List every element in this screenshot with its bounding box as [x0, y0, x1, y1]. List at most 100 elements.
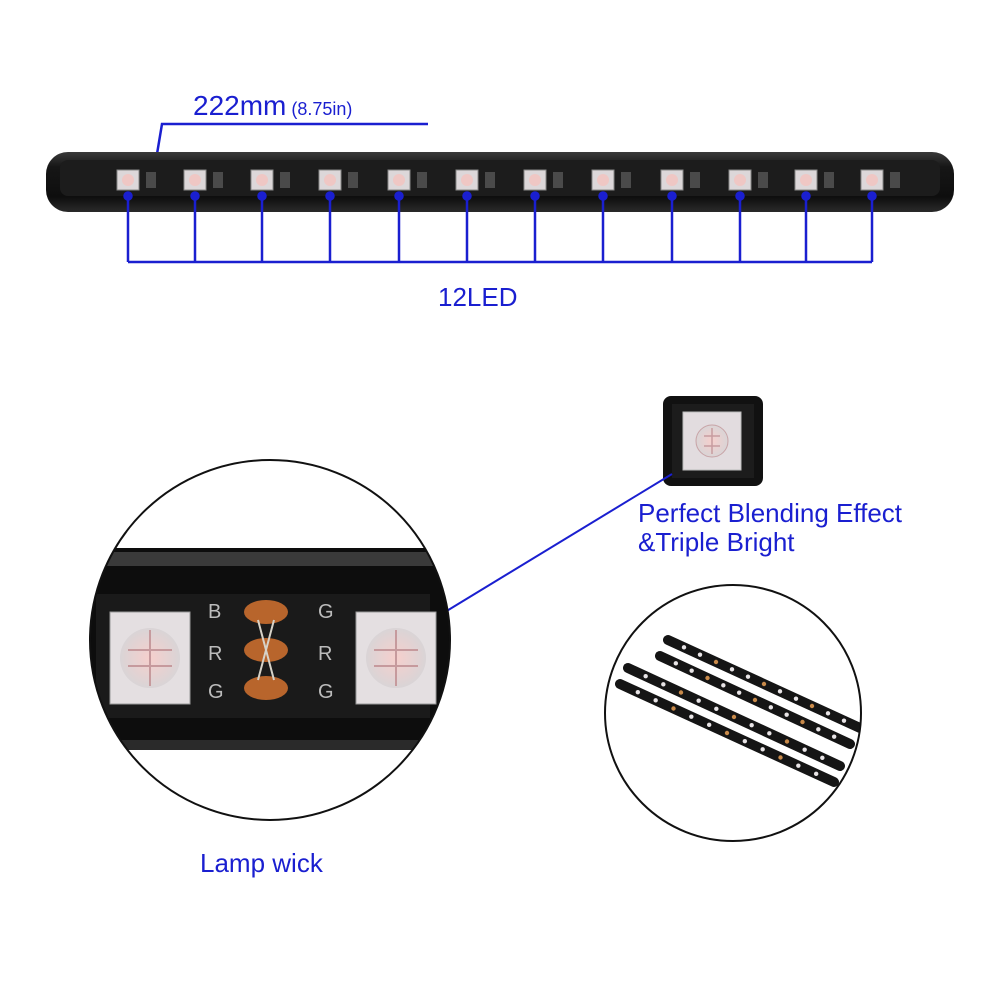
bundle-led-dot	[671, 706, 676, 711]
bundle-led-dot	[635, 689, 641, 695]
bundle-led-dot	[831, 734, 837, 739]
bundle-led-dot	[736, 690, 742, 695]
bundle-led-dot	[752, 697, 758, 703]
bundle-led-dot	[689, 668, 694, 673]
strip-resistor	[485, 172, 495, 188]
strip-led-group	[116, 169, 900, 191]
bracket-dot	[257, 191, 267, 201]
bundle-led-dot	[661, 682, 666, 687]
bundle-led-dot	[714, 706, 719, 712]
strip-resistor	[417, 172, 427, 188]
svg-text:R: R	[318, 643, 332, 665]
length-mm: 222mm	[193, 90, 287, 121]
bundle-led-dot	[784, 739, 790, 744]
strip-resistor	[690, 172, 700, 188]
bracket-dot	[123, 191, 133, 201]
svg-text:R: R	[208, 643, 222, 665]
bundle-led-dot	[721, 683, 726, 688]
bracket-dot	[801, 191, 811, 201]
bracket-dot	[462, 191, 472, 201]
led-closeup-box	[663, 396, 763, 486]
dimension-line	[154, 122, 428, 161]
bracket-dot	[394, 191, 404, 201]
bundle-led-dot	[724, 730, 730, 736]
bundle-led-dot	[841, 718, 847, 723]
lamp-wick-zoom: B R G G R G	[89, 459, 451, 821]
svg-text:G: G	[318, 681, 334, 703]
strips-bundle-circle	[604, 584, 862, 842]
strip-resistor	[213, 172, 223, 188]
svg-text:G: G	[318, 601, 334, 623]
bundle-led-dot	[777, 689, 783, 694]
strip-resistor	[621, 172, 631, 188]
strip-led-lens	[529, 174, 541, 186]
bundle-led-dot	[767, 731, 772, 736]
strip-led-lens	[597, 174, 609, 186]
strip-led-lens	[122, 174, 134, 186]
strip-resistor	[280, 172, 290, 188]
bundle-led-dot	[697, 652, 703, 657]
bracket-dot	[190, 191, 200, 201]
bundle-led-dot	[796, 763, 801, 768]
strip-resistor	[824, 172, 834, 188]
bundle-led-dot	[825, 711, 831, 716]
bundle-led-dot	[678, 690, 684, 695]
callout-line	[444, 473, 673, 613]
strip-resistor	[146, 172, 156, 188]
strip-led-lens	[256, 174, 268, 186]
bundle-led-dot	[813, 771, 819, 777]
bracket-dot	[735, 191, 745, 201]
bracket-dot	[530, 191, 540, 201]
bracket-dot	[667, 191, 677, 201]
blend-label-line1: Perfect Blending Effect	[638, 498, 903, 528]
bundle-led-dot	[809, 703, 815, 709]
bundle-led-dot	[760, 747, 765, 752]
svg-text:B: B	[208, 601, 221, 623]
bundle-led-dot	[705, 675, 710, 681]
bracket-dot	[325, 191, 335, 201]
strip-led-lens	[189, 174, 201, 186]
bundle-led-dot	[749, 722, 754, 728]
strip-led-lens	[734, 174, 746, 186]
bundle-led-dot	[742, 738, 748, 744]
bundle-led-dot	[820, 755, 825, 761]
bundle-led-dot	[681, 645, 687, 650]
strip-led-lens	[666, 174, 678, 186]
length-label: 222mm (8.75in)	[193, 92, 352, 120]
bundle-led-dot	[802, 747, 807, 752]
strip-led-lens	[393, 174, 405, 186]
bracket-dot	[867, 191, 877, 201]
strip-resistor	[890, 172, 900, 188]
bundle-led-dot	[643, 673, 648, 679]
strip-led-lens	[866, 174, 878, 186]
bundle-led-dot	[729, 667, 735, 672]
bundle-led-dot	[706, 722, 712, 728]
bundle-led-dot	[761, 681, 767, 687]
blend-label-line2: &Triple Bright	[638, 527, 795, 557]
bundle-led-dot	[816, 727, 821, 732]
lamp-wick-label: Lamp wick	[200, 848, 323, 878]
length-in: (8.75in)	[286, 99, 353, 119]
bundle-led-dot	[768, 705, 774, 710]
led-count-label: 12LED	[438, 282, 518, 312]
bundle-led-dot	[784, 712, 789, 717]
svg-text:G: G	[208, 681, 224, 703]
bundle-led-dot	[689, 714, 694, 719]
bundle-led-dot	[745, 674, 751, 679]
strip-led-lens	[324, 174, 336, 186]
led-strip	[46, 152, 954, 212]
bundle-led-dot	[696, 698, 701, 703]
bundle-led-dot	[653, 698, 658, 703]
strip-resistor	[758, 172, 768, 188]
strip-resistor	[553, 172, 563, 188]
strip-led-lens	[800, 174, 812, 186]
bundle-led-dot	[778, 755, 783, 760]
bundle-led-dot	[713, 659, 719, 665]
bundle-led-dot	[793, 696, 799, 701]
strip-resistor	[348, 172, 358, 188]
bundle-led-dot	[673, 661, 679, 666]
bundle-led-dot	[800, 719, 805, 725]
bundle-led-dot	[731, 714, 737, 720]
strip-led-lens	[461, 174, 473, 186]
